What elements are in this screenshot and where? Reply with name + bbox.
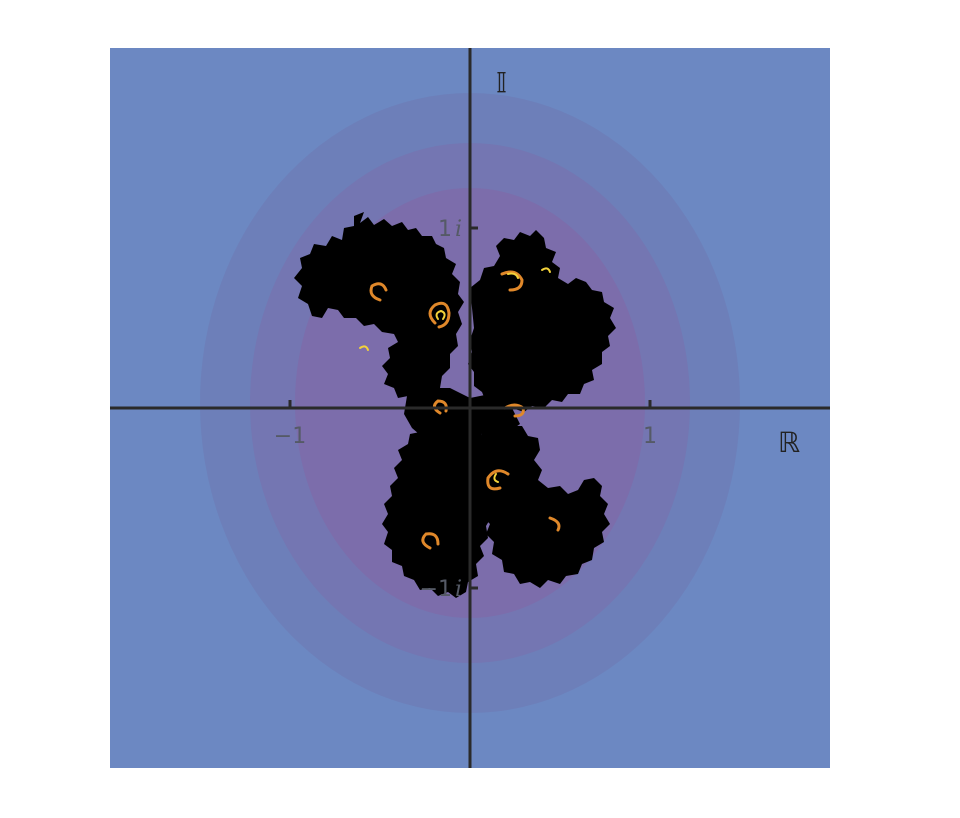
spiral-orange-4 (486, 469, 510, 491)
fractal-lobe-lower-right (480, 418, 610, 588)
julia-set-plot: −1 1 1 i −1 i ℝ 𝕀 (110, 48, 830, 768)
spiral-orange-2 (369, 282, 388, 302)
imag-tick-label-neg-one-unit: i (455, 577, 462, 602)
spiral-orange-5 (421, 532, 440, 550)
spiral-yellow-4 (541, 267, 551, 273)
spiral-yellow-5 (359, 345, 369, 351)
complex-plane: −1 1 1 i −1 i ℝ 𝕀 (110, 48, 830, 768)
spiral-yellow-2 (507, 272, 519, 279)
fractal-lobe-lower-left (382, 408, 494, 598)
real-tick-label-neg-one: −1 (274, 424, 306, 449)
spiral-orange-3 (500, 270, 524, 292)
imaginary-axis-label: 𝕀 (496, 66, 507, 99)
spiral-yellow-1 (435, 309, 446, 320)
fractal-lobe-upper-right (468, 230, 616, 412)
imag-tick-label-pos-one-unit: i (455, 217, 462, 242)
fractal-lobe-upper-left (294, 212, 464, 404)
imag-tick-label-pos-one-number: 1 (438, 217, 452, 242)
real-axis-label: ℝ (778, 426, 800, 459)
imag-tick-label-neg-one-number: −1 (420, 577, 452, 602)
real-tick-label-pos-one: 1 (643, 424, 657, 449)
spiral-orange-1 (428, 301, 451, 329)
spiral-orange-8 (548, 516, 561, 532)
spiral-yellow-3 (493, 473, 499, 483)
